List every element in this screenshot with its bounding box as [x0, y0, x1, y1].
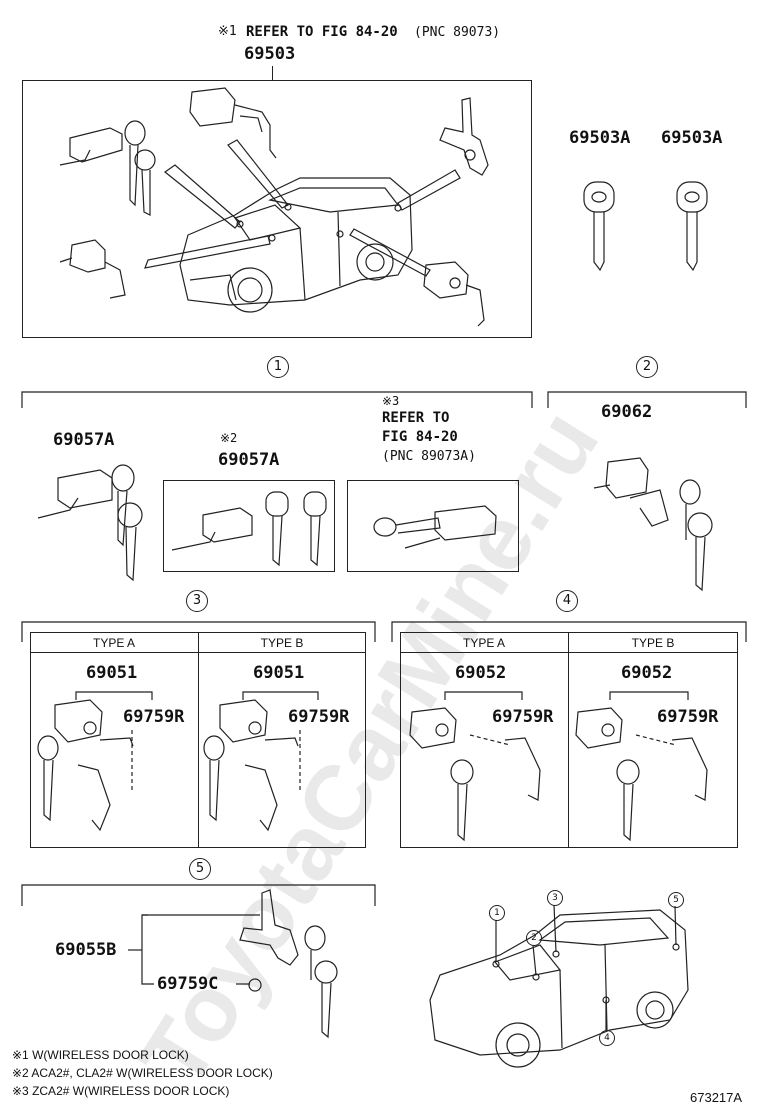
- top-right-door-cylinder: [423, 261, 485, 327]
- section-3-sub-b: 69759R: [288, 707, 350, 727]
- section-3-part-b: 69051: [253, 663, 305, 683]
- ignition-box2: [163, 480, 335, 572]
- section-5-part: 69055B: [55, 940, 117, 960]
- car-callout-5: 5: [668, 892, 684, 908]
- footnote-2: ※2 ACA2#, CLA2# W(WIRELESS DOOR LOCK): [12, 1066, 273, 1080]
- section-5-sub: 69759C: [157, 974, 219, 994]
- section-4-parts: [409, 691, 708, 842]
- section-4-header-line: [400, 652, 738, 653]
- section-2-assembly: [593, 457, 713, 592]
- top-callout-arrows: [144, 139, 461, 277]
- section-3-type-b: TYPE B: [260, 636, 304, 650]
- car-callout-4: 4: [599, 1030, 615, 1046]
- car-callout-2: 2: [526, 930, 542, 946]
- ignition-box3-line3: (PNC 89073A): [382, 449, 476, 464]
- section-3-header-line: [30, 652, 366, 653]
- top-car-illustration: [179, 177, 413, 313]
- section-3-label: 3: [186, 590, 208, 612]
- ignition-box3-line2: FIG 84-20: [382, 429, 458, 445]
- top-ignition-cylinder: [59, 120, 156, 216]
- ignition-box2-part: 69057A: [218, 450, 280, 470]
- ignition-box3-mark: ※3: [382, 394, 400, 408]
- car-callout-3: 3: [547, 890, 563, 906]
- top-main-part: 69503: [244, 44, 296, 64]
- ignition-box3-line1: REFER TO: [382, 410, 450, 426]
- top-note-mark: ※1: [218, 24, 237, 39]
- top-refer-text: REFER TO FIG 84-20: [246, 24, 398, 40]
- section-3-type-a: TYPE A: [92, 636, 136, 650]
- section-1-ignition: [37, 464, 143, 582]
- section-4-type-b: TYPE B: [631, 636, 675, 650]
- keys-69503a: [583, 181, 708, 272]
- section-3-part-a: 69051: [86, 663, 138, 683]
- section-4-type-a: TYPE A: [462, 636, 506, 650]
- section-4-label: 4: [556, 590, 578, 612]
- footnote-1: ※1 W(WIRELESS DOOR LOCK): [12, 1048, 189, 1062]
- section-5-label: 5: [189, 858, 211, 880]
- bottom-car-illustration: [429, 904, 689, 1068]
- section-4-divider: [568, 632, 569, 848]
- section-4-table: [400, 632, 738, 848]
- top-assembly-box: [22, 80, 532, 338]
- section-5-parts: [128, 889, 338, 1039]
- box3-ignition-and-key: [373, 505, 497, 549]
- section-3-divider: [198, 632, 199, 848]
- ignition-box3: [347, 480, 519, 572]
- section-4-sub-a: 69759R: [492, 707, 554, 727]
- section-2-label: 2: [636, 356, 658, 378]
- box2-ignition-and-keys: [171, 491, 327, 567]
- section-3-sub-a: 69759R: [123, 707, 185, 727]
- ignition-left-part: 69057A: [53, 430, 115, 450]
- section-4-part-a: 69052: [455, 663, 507, 683]
- top-switch: [59, 239, 126, 299]
- section-brackets: [21, 391, 747, 906]
- top-pnc-text: (PNC 89073): [414, 25, 501, 40]
- top-leader: [272, 66, 273, 80]
- section-1-label: 1: [267, 356, 289, 378]
- key-left-part: 69503A: [569, 128, 631, 148]
- car-callout-1: 1: [489, 905, 505, 921]
- key-right-part: 69503A: [661, 128, 723, 148]
- section-3-parts: [37, 691, 319, 832]
- footnote-3: ※3 ZCA2# W(WIRELESS DOOR LOCK): [12, 1084, 230, 1098]
- ignition-box2-mark: ※2: [220, 431, 238, 445]
- section-4-part-b: 69052: [621, 663, 673, 683]
- section-4-sub-b: 69759R: [657, 707, 719, 727]
- figure-id: 673217A: [690, 1090, 743, 1105]
- top-door-cylinder: [189, 87, 277, 159]
- section-2-part: 69062: [601, 402, 653, 422]
- top-hatch-lock: [439, 97, 489, 176]
